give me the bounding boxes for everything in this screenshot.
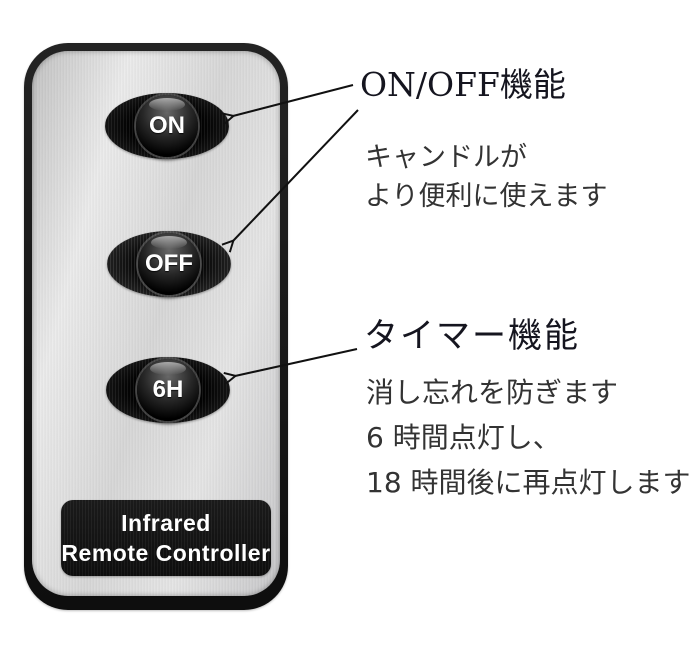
timer-6h-button-label: 6H [152,376,184,403]
timer-description-line1: 消し忘れを防ぎます [366,376,619,409]
onoff-function-description: キャンドルが より便利に使えます [365,138,607,216]
plate-line1: Infrared [121,510,211,536]
off-button: OFF [138,233,200,295]
remote-controller-body: ON OFF 6H Infrared Remote Controller [24,43,288,610]
plate-line2: Remote Controller [61,540,271,566]
infrared-remote-label-plate: Infrared Remote Controller [61,500,271,576]
on-button-recess: ON [105,93,229,159]
onoff-description-line1: キャンドルが [365,142,527,173]
on-button: ON [136,95,198,157]
timer-function-heading: タイマー機能 [364,316,580,356]
remote-controller-face: ON OFF 6H Infrared Remote Controller [32,51,280,596]
timer-description-line2: 6 時間点灯し、 [366,421,561,454]
timer-function-description: 消し忘れを防ぎます 6 時間点灯し、 18 時間後に再点灯します [366,370,691,505]
off-button-recess: OFF [107,231,231,297]
timer-description-line3: 18 時間後に再点灯します [366,466,691,499]
onoff-description-line2: より便利に使えます [365,181,608,212]
onoff-function-heading: ON/OFF機能 [360,65,566,104]
off-button-label: OFF [145,250,193,277]
on-button-label: ON [149,112,185,139]
timer-6h-button-recess: 6H [106,357,230,423]
timer-6h-button: 6H [137,359,199,421]
